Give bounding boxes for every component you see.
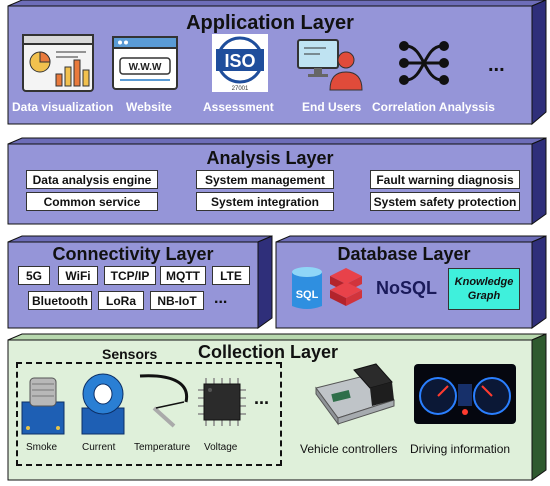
analysis-box-common-service: Common service (26, 192, 158, 211)
conn-box-mqtt: MQTT (160, 266, 206, 285)
knowledge-graph-box: Knowledge Graph (448, 268, 520, 310)
conn-ellipsis: ... (214, 290, 228, 307)
website-label: Website (126, 100, 172, 114)
vehicle-controller-icon (315, 363, 395, 426)
website-icon: W.W.W (112, 36, 178, 90)
analysis-box-system-safety-protection: System safety protection (370, 192, 520, 211)
connectivity-layer-title: Connectivity Layer (52, 244, 214, 264)
iso-certificate-icon: ISO 27001 (212, 34, 268, 92)
assessment-label: Assessment (203, 100, 274, 114)
conn-box-5g: 5G (18, 266, 50, 285)
smoke-sensor-icon (21, 377, 65, 435)
analysis-layer-title: Analysis Layer (206, 148, 334, 168)
correlation-analysis-label: Correlation Analyssis (372, 100, 495, 114)
vehicle-controllers-label: Vehicle controllers (300, 442, 398, 456)
application-layer-title: Application Layer (186, 12, 354, 34)
conn-box-tcpip: TCP/IP (104, 266, 156, 285)
sensors-ellipsis: ... (254, 388, 270, 408)
connectivity-layer-slab (7, 235, 273, 329)
sql-database-icon: SQL (292, 267, 322, 309)
data-visualization-label: Data visualization (12, 100, 114, 114)
conn-box-wifi: WiFi (58, 266, 98, 285)
conn-box-bluetooth: Bluetooth (28, 291, 92, 310)
analysis-box-system-integration: System integration (196, 192, 334, 211)
correlation-analysis-icon (399, 41, 449, 85)
dashboard-gauge-icon (414, 364, 516, 424)
voltage-sensor-icon (198, 378, 246, 426)
application-ellipsis: ... (488, 54, 505, 76)
svg-text:SQL: SQL (296, 289, 319, 301)
end-users-icon (297, 39, 363, 91)
database-layer-slab (275, 235, 547, 329)
temperature-sensor-icon (139, 374, 189, 428)
voltage-label: Voltage (204, 442, 238, 453)
svg-text:ISO: ISO (224, 51, 255, 71)
sensors-title: Sensors (102, 346, 158, 362)
smoke-label: Smoke (26, 442, 58, 453)
current-label: Current (82, 442, 116, 453)
nosql-logo-icon (330, 268, 362, 306)
nosql-label: NoSQL (376, 278, 437, 298)
database-layer-title: Database Layer (337, 244, 471, 264)
driving-information-label: Driving information (410, 442, 511, 456)
analysis-box-fault-warning-diagnosis: Fault warning diagnosis (370, 170, 520, 189)
current-sensor-icon (81, 373, 125, 435)
conn-box-lora: LoRa (98, 291, 144, 310)
svg-text:27001: 27001 (232, 86, 249, 92)
sensors-group (16, 362, 282, 466)
end-users-label: End Users (302, 100, 362, 114)
svg-text:W.W.W: W.W.W (129, 62, 162, 73)
analysis-box-system-management: System management (196, 170, 334, 189)
analysis-box-data-analysis-engine: Data analysis engine (26, 170, 158, 189)
temperature-label: Temperature (134, 442, 191, 453)
conn-box-lte: LTE (212, 266, 250, 285)
data-visualization-icon (22, 34, 94, 92)
conn-box-nbiot: NB-IoT (150, 291, 204, 310)
collection-layer-title: Collection Layer (198, 342, 339, 362)
